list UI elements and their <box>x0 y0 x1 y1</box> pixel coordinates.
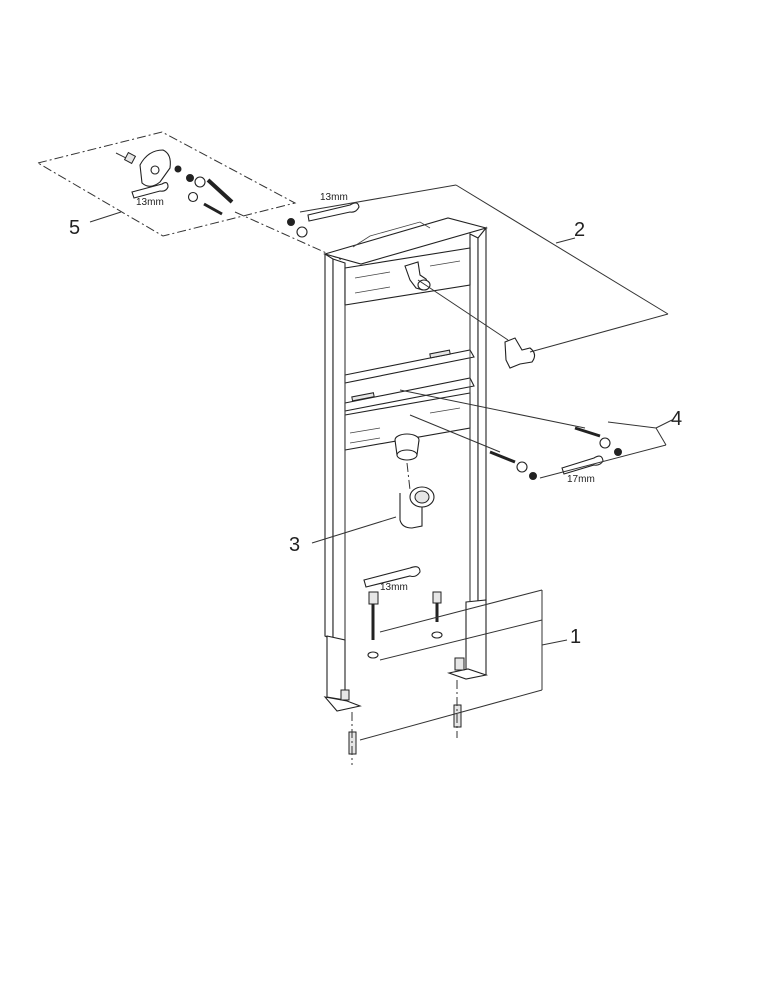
left-post-front <box>332 258 346 641</box>
nut-part-2 <box>186 174 194 182</box>
callout-1-leader-1 <box>379 589 543 633</box>
callout-2-leader-a <box>529 313 669 353</box>
wrench-top <box>307 202 360 222</box>
part-group-1: 13mm 1 <box>348 566 581 765</box>
callout-3-label: 3 <box>289 534 300 556</box>
valve-handle-part <box>504 337 536 369</box>
threaded-rod-part <box>206 178 234 204</box>
kit4-axis-2 <box>409 414 501 453</box>
callout-4-label: 4 <box>671 408 682 430</box>
callout-5-label: 5 <box>69 217 80 239</box>
screw-head <box>123 151 137 165</box>
frame-top-detail <box>352 221 431 248</box>
drain-connector-bottom <box>396 449 418 461</box>
callout-1-label: 1 <box>570 626 581 648</box>
part-group-5: 13mm 5 <box>36 131 297 239</box>
kit4-axis-1 <box>399 389 586 429</box>
part-group-2: 2 <box>299 184 669 369</box>
washer-part <box>194 176 206 188</box>
callout-2-leader-b <box>455 184 669 315</box>
wrench-kit5-size: 13mm <box>136 197 164 208</box>
elbow-axis <box>406 462 411 491</box>
callout-3-leader <box>311 516 397 544</box>
drain-elbow-bore <box>414 490 430 504</box>
right-post-front <box>477 226 487 606</box>
top-washer <box>296 226 308 238</box>
kit4-washer-2 <box>516 461 528 473</box>
right-foot-clip <box>454 657 465 671</box>
callout-2-leader-c <box>299 184 457 213</box>
foot-bolt-head-right <box>432 591 442 604</box>
callout-1-leader-3 <box>359 689 543 741</box>
foot-bolt-head-left <box>368 591 379 605</box>
kit-5-outline <box>36 131 297 237</box>
cross-rail-1 <box>344 349 475 384</box>
top-axis-line <box>234 211 343 261</box>
top-fixings: 13mm <box>234 192 360 261</box>
nut-part <box>174 165 182 173</box>
part-group-4: 17mm 4 <box>399 389 682 485</box>
callout-1-tick <box>541 639 568 646</box>
kit4-nut-2 <box>529 472 537 480</box>
kit4-rod-2 <box>489 450 516 464</box>
wrench-kit4-size: 17mm <box>567 474 595 485</box>
callout-1-leader-2 <box>379 619 543 661</box>
foot-washer-left <box>367 651 379 659</box>
left-foot-clip <box>340 689 350 701</box>
top-nut <box>287 218 295 226</box>
bracket-hole <box>150 165 160 175</box>
wrench-feet <box>363 566 421 588</box>
kit4-rod-1 <box>574 426 601 438</box>
left-post-side <box>324 253 334 641</box>
wrench-kit4 <box>561 455 604 475</box>
wrench-top-size: 13mm <box>320 192 348 203</box>
part-group-3: 3 <box>289 462 435 556</box>
right-post-side <box>469 233 479 606</box>
callout-2-label: 2 <box>574 219 585 241</box>
rail-slot-1 <box>429 349 451 359</box>
kit4-washer-1 <box>599 437 611 449</box>
washer-part-2 <box>187 191 199 203</box>
wrench-kit5 <box>131 182 169 199</box>
foot-washer-right <box>431 631 443 639</box>
callout-5-leader <box>89 211 122 223</box>
callout-4-leader-top <box>607 421 657 429</box>
left-foot-plate <box>323 696 362 712</box>
callout-2-tick <box>555 237 576 244</box>
callout-4-tick <box>655 419 673 429</box>
wrench-feet-size: 13mm <box>380 582 408 593</box>
rail-slot-2 <box>351 392 375 402</box>
valve-axis-line <box>417 279 509 341</box>
installation-frame <box>322 217 489 712</box>
kit4-nut-1 <box>614 448 622 456</box>
right-foot <box>465 599 487 676</box>
bolt-part <box>203 202 223 216</box>
callout-4-leader-side <box>655 427 667 446</box>
callout-4-leader-bottom <box>539 444 667 479</box>
